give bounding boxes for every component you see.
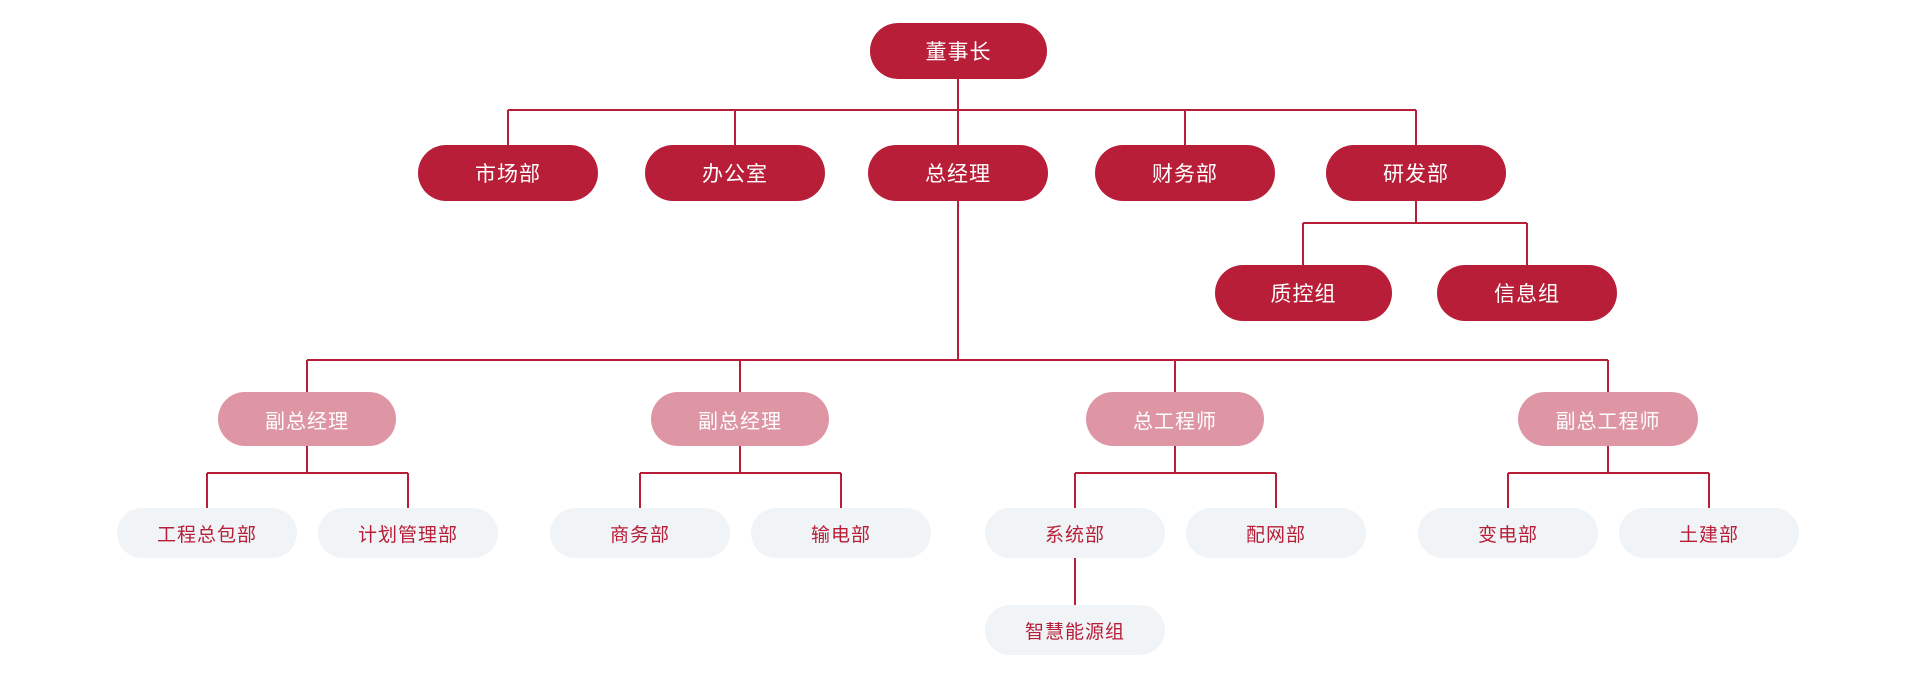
node-label: 董事长: [925, 41, 992, 64]
node-label: 质控组: [1270, 283, 1337, 306]
node-marketing[interactable]: 市场部: [418, 145, 598, 201]
node-label: 商务部: [609, 524, 670, 546]
node-distribution-dept[interactable]: 配网部: [1186, 508, 1366, 558]
node-rnd[interactable]: 研发部: [1326, 145, 1506, 201]
node-epc-dept[interactable]: 工程总包部: [117, 508, 297, 558]
node-label: 配网部: [1245, 524, 1306, 546]
node-label: 副总工程师: [1555, 410, 1661, 433]
node-label: 办公室: [702, 163, 768, 186]
node-label: 财务部: [1152, 163, 1218, 186]
node-label: 变电部: [1477, 524, 1538, 546]
node-planning-dept[interactable]: 计划管理部: [318, 508, 498, 558]
node-chairman[interactable]: 董事长: [870, 23, 1047, 79]
node-label: 工程总包部: [156, 524, 257, 546]
node-smart-energy-group[interactable]: 智慧能源组: [985, 605, 1165, 655]
node-commerce-dept[interactable]: 商务部: [550, 508, 730, 558]
node-qc-group[interactable]: 质控组: [1215, 265, 1392, 321]
node-office[interactable]: 办公室: [645, 145, 825, 201]
node-label: 智慧能源组: [1024, 621, 1125, 643]
node-finance[interactable]: 财务部: [1095, 145, 1275, 201]
node-label: 市场部: [475, 163, 541, 186]
node-deputy-chief-engineer[interactable]: 副总工程师: [1518, 392, 1698, 446]
node-label: 研发部: [1383, 163, 1449, 186]
node-label: 副总经理: [265, 410, 349, 433]
node-info-group[interactable]: 信息组: [1437, 265, 1617, 321]
node-chief-engineer[interactable]: 总工程师: [1086, 392, 1264, 446]
node-system-dept[interactable]: 系统部: [985, 508, 1165, 558]
node-deputy-gm-2[interactable]: 副总经理: [651, 392, 829, 446]
node-transmission-dept[interactable]: 输电部: [751, 508, 931, 558]
node-civil-dept[interactable]: 土建部: [1619, 508, 1799, 558]
node-label: 副总经理: [698, 410, 782, 433]
node-deputy-gm-1[interactable]: 副总经理: [218, 392, 396, 446]
node-label: 总工程师: [1133, 410, 1217, 433]
node-label: 系统部: [1044, 524, 1105, 546]
node-label: 土建部: [1678, 524, 1739, 546]
node-label: 输电部: [810, 524, 871, 546]
node-label: 信息组: [1494, 283, 1560, 306]
node-general-manager[interactable]: 总经理: [868, 145, 1048, 201]
node-substation-dept[interactable]: 变电部: [1418, 508, 1598, 558]
node-label: 总经理: [925, 163, 991, 186]
node-label: 计划管理部: [357, 524, 458, 546]
